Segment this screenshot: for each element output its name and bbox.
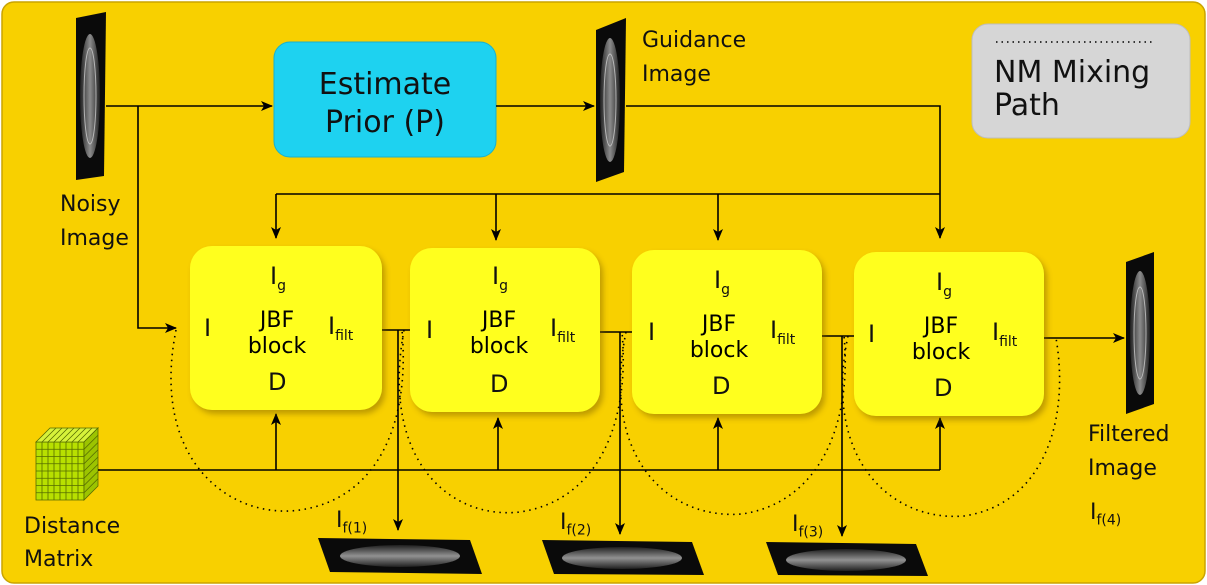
output-label-1: If(1) [336,508,368,537]
jbf-block-4 [854,252,1044,416]
output-label-3: If(3) [792,512,824,541]
prior-box [273,41,497,158]
legend-box [971,23,1191,139]
nm-mixing-paths [170,329,1061,518]
distance-matrix-cube [35,427,99,501]
jbf-2-guide-label: Ig [492,262,508,294]
jbf-3-distance-label: D [712,372,731,400]
output-thumbnail-3 [766,542,928,576]
jbf-4-output-label: Ifilt [992,318,1018,350]
connections [98,101,1125,537]
jbf-1-distance-label: D [268,368,287,396]
output-label-2: If(2) [560,510,592,539]
jbf-block-1 [190,246,382,410]
jbf-2-input-label: I [426,316,434,344]
jbf-1-output-label: Ifilt [328,312,354,344]
noisy-image-thumbnail [76,12,106,180]
output-thumbnail-2 [542,540,704,575]
jbf-3-output-label: Ifilt [770,316,796,348]
filtered-image-thumbnail [1126,252,1154,414]
guidance-image-thumbnail [596,18,626,182]
filtered-image-symbol: If(4) [1090,500,1122,529]
jbf-4-guide-label: Ig [936,268,952,300]
jbf-1-input-label: I [204,314,212,342]
jbf-4-distance-label: D [934,374,953,402]
jbf-2-distance-label: D [490,370,509,398]
jbf-4-input-label: I [868,320,876,348]
jbf-3-input-label: I [648,318,656,346]
output-thumbnail-1 [318,538,482,574]
jbf-block-3 [632,250,822,414]
jbf-1-guide-label: Ig [270,262,286,294]
jbf-2-output-label: Ifilt [550,314,576,346]
jbf-block-2 [410,248,600,412]
jbf-3-guide-label: Ig [714,266,730,298]
